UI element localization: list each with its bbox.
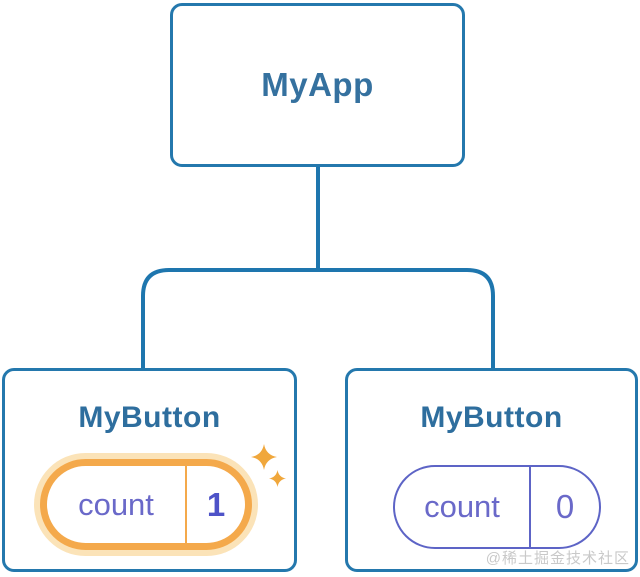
state-name-label: count xyxy=(424,489,500,524)
component-label-mybutton-left: MyButton xyxy=(78,401,221,434)
state-name-label: count xyxy=(78,486,154,522)
component-label-mybutton-right: MyButton xyxy=(420,401,563,434)
sparkle-icon-large xyxy=(251,444,277,470)
component-node-myapp: MyApp xyxy=(170,3,465,167)
state-pill-highlighted: count 1 xyxy=(40,459,252,550)
component-node-mybutton-right: MyButton count 0 xyxy=(345,368,638,572)
sparkle-icon-small xyxy=(269,470,286,487)
state-pill-normal: count 0 xyxy=(393,465,601,549)
component-label-myapp: MyApp xyxy=(261,66,374,103)
state-value: 0 xyxy=(529,467,599,547)
watermark: @稀土掘金技术社区 xyxy=(485,550,630,567)
component-node-mybutton-left: MyButton count 1 xyxy=(2,368,297,572)
state-value: 1 xyxy=(185,466,245,543)
connector-branches xyxy=(141,268,495,369)
